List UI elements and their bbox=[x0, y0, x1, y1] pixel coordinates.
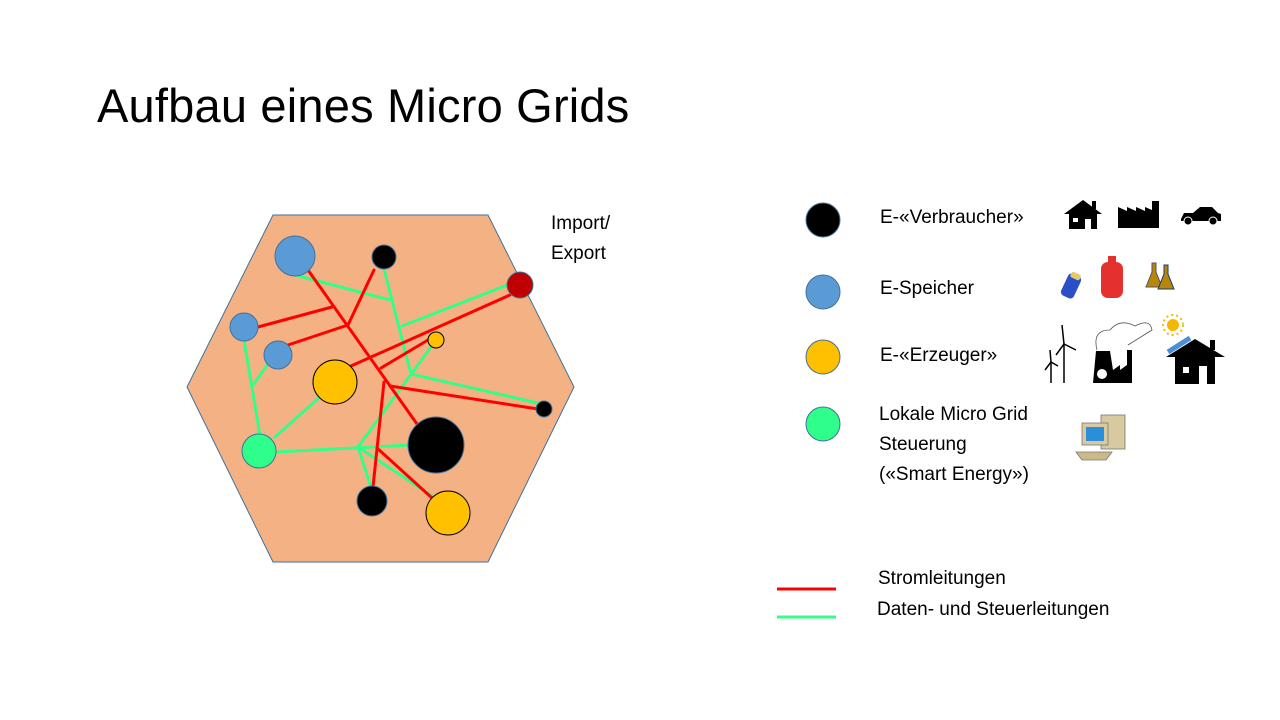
producer-node bbox=[427, 331, 445, 349]
import-label: Import/ bbox=[551, 213, 611, 234]
data-line bbox=[293, 273, 392, 302]
battery-icon bbox=[1060, 271, 1082, 299]
legend-control-line-3: («Smart Energy») bbox=[879, 464, 1029, 485]
consumer-node bbox=[535, 400, 553, 418]
consumer-node bbox=[356, 485, 388, 517]
house-icon bbox=[1064, 200, 1102, 229]
power-lines bbox=[256, 268, 540, 500]
legend-control-label: Lokale Micro Grid Steuerung («Smart Ener… bbox=[879, 400, 1029, 490]
flasks-icon bbox=[1145, 262, 1175, 290]
legend-control-line-2: Steuerung bbox=[879, 434, 967, 455]
grid-hexagon bbox=[186, 214, 575, 563]
consumer-node bbox=[371, 244, 397, 270]
export-label: Export bbox=[551, 243, 606, 264]
data-line bbox=[242, 338, 262, 437]
power-line bbox=[306, 268, 419, 426]
producer-node bbox=[312, 359, 358, 405]
power-line bbox=[375, 446, 434, 500]
car-icon bbox=[1181, 207, 1221, 226]
wind-turbine-icon bbox=[1044, 324, 1077, 383]
computer-icon bbox=[1075, 414, 1126, 461]
legend-producer-dot bbox=[805, 339, 841, 375]
power-plant-icon bbox=[1093, 322, 1153, 383]
power-line bbox=[256, 305, 334, 329]
data-line bbox=[382, 267, 413, 376]
import-export-node bbox=[506, 271, 534, 299]
power-line bbox=[349, 293, 512, 368]
control-node bbox=[241, 433, 277, 469]
consumer-node bbox=[407, 416, 465, 474]
legend-storage-label: E-Speicher bbox=[880, 278, 974, 299]
legend-power-line-label: Stromleitungen bbox=[878, 568, 1006, 589]
power-line bbox=[346, 268, 376, 327]
slide-title: Aufbau eines Micro Grids bbox=[97, 79, 630, 132]
data-line bbox=[251, 362, 270, 387]
legend-storage-dot bbox=[805, 274, 841, 310]
factory-icon bbox=[1118, 201, 1159, 228]
data-line bbox=[356, 445, 373, 489]
power-line bbox=[371, 380, 386, 489]
legend-consumer-label: E-«Verbraucher» bbox=[880, 207, 1024, 228]
power-line bbox=[388, 384, 540, 411]
legend-control-dot bbox=[805, 406, 841, 442]
data-line bbox=[275, 443, 412, 454]
data-line bbox=[356, 345, 433, 449]
legend-data-line-label: Daten- und Steuerleitungen bbox=[877, 599, 1110, 620]
storage-node bbox=[274, 235, 316, 277]
import-export-label: Import/ Export bbox=[551, 209, 610, 269]
power-line bbox=[286, 323, 350, 347]
producer-node bbox=[425, 490, 471, 536]
data-line bbox=[409, 372, 544, 406]
legend-consumer-dot bbox=[805, 202, 841, 238]
storage-node bbox=[229, 312, 259, 342]
sun-icon bbox=[1162, 314, 1184, 336]
data-line bbox=[273, 394, 323, 439]
power-line bbox=[379, 338, 430, 370]
storage-node bbox=[263, 340, 293, 370]
solar-house-icon bbox=[1162, 314, 1225, 384]
grid-nodes bbox=[229, 235, 553, 536]
gas-cylinder-icon bbox=[1101, 256, 1123, 298]
data-line bbox=[400, 282, 512, 328]
legend-control-line-1: Lokale Micro Grid bbox=[879, 404, 1028, 425]
legend-producer-label: E-«Erzeuger» bbox=[880, 345, 998, 366]
